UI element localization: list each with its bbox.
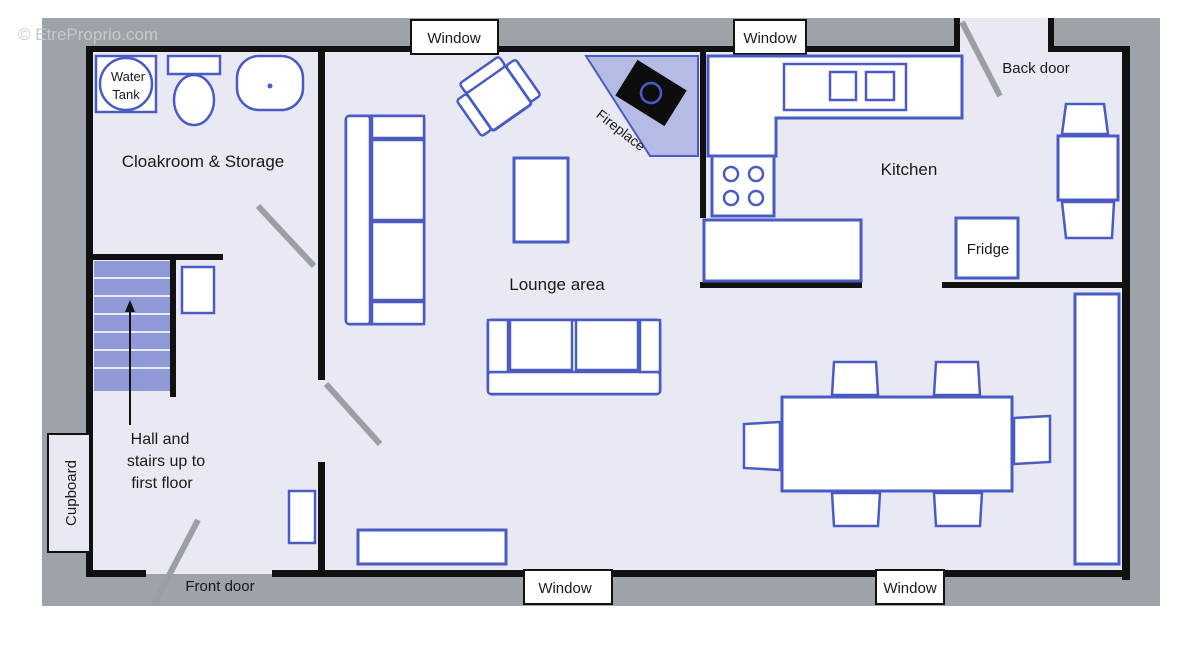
water-tank-label-1: Water	[111, 69, 146, 84]
fridge: Fridge	[954, 216, 1020, 280]
hall-cabinet	[180, 265, 216, 315]
window-bottom-right: Window	[875, 569, 945, 605]
stairs	[94, 261, 170, 425]
front-door	[151, 518, 201, 606]
coffee-table	[512, 156, 570, 244]
window-label: Window	[427, 30, 481, 47]
stairs-arrow-head	[125, 300, 135, 312]
window-top-right: Window	[733, 19, 807, 55]
sofa-vertical	[344, 114, 426, 326]
window-bottom-left: Window	[523, 569, 613, 605]
armchair	[456, 56, 541, 137]
kitchen-counter-lower	[702, 218, 863, 283]
cupboard-label: Cupboard	[63, 460, 80, 526]
room-label-hall-3: first floor	[131, 475, 193, 492]
window-label: Window	[538, 580, 592, 597]
water-tank: Water Tank	[94, 54, 158, 114]
back-door-label: Back door	[1002, 60, 1070, 77]
front-door-label: Front door	[185, 578, 254, 595]
kitchen-sideboard	[1073, 292, 1121, 566]
sink	[235, 54, 305, 112]
doors	[151, 20, 1003, 606]
room-label-cloakroom: Cloakroom & Storage	[122, 152, 285, 171]
room-label-kitchen: Kitchen	[881, 160, 938, 179]
kitchen-counter	[706, 54, 964, 158]
interior-walls	[93, 52, 1130, 572]
room-label-lounge: Lounge area	[509, 275, 605, 294]
dining-table	[742, 360, 1052, 528]
cloakroom-door	[255, 203, 317, 269]
fridge-label: Fridge	[967, 241, 1010, 258]
window-label: Window	[743, 30, 797, 47]
room-label-hall-1: Hall and	[131, 431, 190, 448]
sofa-horizontal	[486, 318, 662, 396]
hob	[710, 154, 776, 218]
cupboard: Cupboard	[47, 433, 91, 553]
back-door	[959, 20, 1003, 98]
water-tank-label-2: Tank	[112, 87, 140, 102]
perimeter-walls	[86, 18, 1130, 580]
toilet	[166, 54, 222, 127]
window-label: Window	[883, 580, 937, 597]
lounge-door	[323, 381, 383, 447]
kitchen-table	[1056, 102, 1120, 240]
hall-shelf	[287, 489, 317, 545]
window-top-left: Window	[410, 19, 499, 55]
lounge-bench	[356, 528, 508, 566]
watermark: © EtreProprio.com	[18, 25, 158, 44]
room-label-hall-2: stairs up to	[127, 453, 205, 470]
